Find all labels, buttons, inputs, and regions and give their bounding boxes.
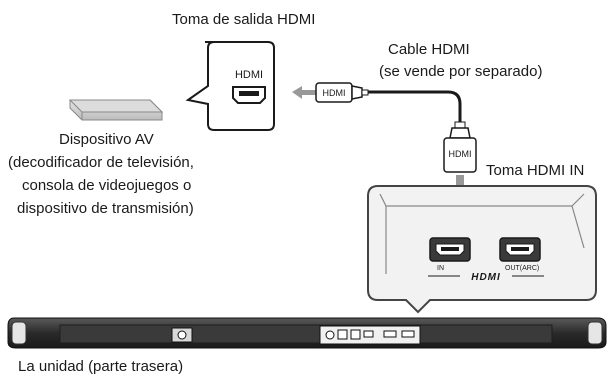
av-device-label-line3: consola de videojuegos o bbox=[22, 177, 192, 194]
av-device-label-line4: dispositivo de transmisión) bbox=[17, 200, 194, 217]
plug-in-arrow-left bbox=[292, 86, 316, 99]
hdmi-logo: HDMI bbox=[471, 272, 501, 283]
hdmi-plug-left: HDMI bbox=[315, 82, 369, 103]
hdmi-cable bbox=[368, 90, 462, 122]
hdmi-cable-label-line2: (se vende por separado) bbox=[379, 63, 543, 80]
hdmi-in-jack-label: Toma HDMI IN bbox=[486, 162, 585, 179]
device-port-label: HDMI bbox=[235, 69, 263, 81]
hdmi-output-jack-label: Toma de salida HDMI bbox=[172, 11, 316, 28]
hdmi-in-callout: IN OUT(ARC) HDMI bbox=[367, 185, 597, 314]
hdmi-cable-label-line1: Cable HDMI bbox=[388, 41, 470, 58]
hdmi-out-arc-port: OUT(ARC) bbox=[499, 237, 541, 272]
port-out-label: OUT(ARC) bbox=[505, 265, 539, 272]
unit-rear-label: La unidad (parte trasera) bbox=[18, 358, 184, 375]
plug-left-label: HDMI bbox=[323, 88, 346, 98]
av-device-label-line1: Dispositivo AV bbox=[59, 131, 154, 148]
av-device bbox=[68, 99, 164, 121]
hdmi-plug-down: HDMI bbox=[443, 121, 477, 173]
plug-down-label: HDMI bbox=[449, 149, 472, 159]
hdmi-output-callout: HDMI bbox=[185, 41, 275, 131]
av-device-label-line2: (decodificador de televisión, bbox=[8, 154, 194, 171]
hdmi-in-port: IN bbox=[429, 237, 471, 272]
port-in-label: IN bbox=[437, 265, 444, 272]
soundbar-rear bbox=[7, 317, 607, 349]
